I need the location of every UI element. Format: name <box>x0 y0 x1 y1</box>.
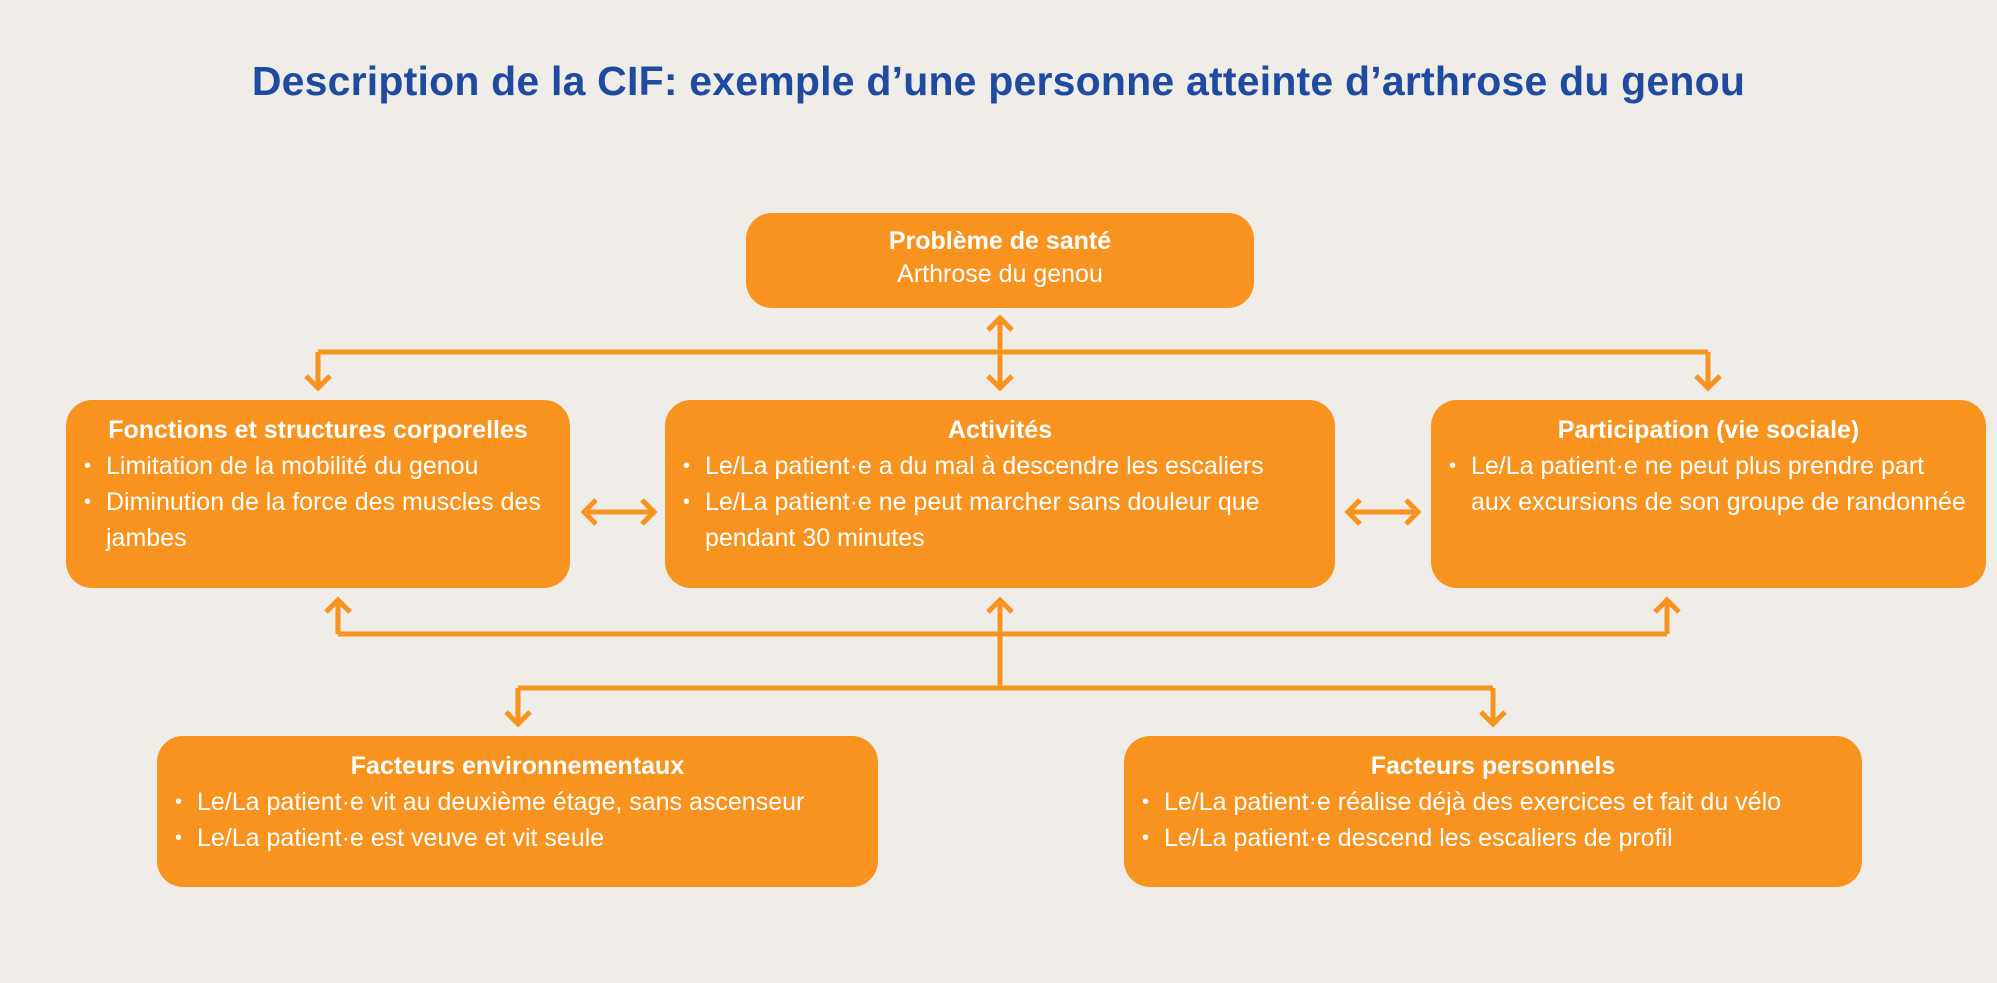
activities-box: Activités • Le/La patient·e a du mal à de… <box>665 400 1335 588</box>
environmental-factors-box: Facteurs environnementaux • Le/La patient… <box>157 736 878 887</box>
environmental-factors-title: Facteurs environnementaux <box>350 752 685 780</box>
list-item-text: Le/La patient·e ne peut marcher sans dou… <box>705 488 1260 552</box>
page-title: Description de la CIF: exemple d’une per… <box>251 58 1746 104</box>
list-item: • Le/La patient·e a du mal à descendre le… <box>681 448 1319 484</box>
list-item: • Le/La patient·e réalise déjà des exerci… <box>1140 784 1846 820</box>
arrowhead-right-2 <box>1404 498 1422 526</box>
list-item-text: Le/La patient·e réalise déjà des exercic… <box>1164 788 1782 816</box>
arrowhead-health-up <box>986 314 1014 332</box>
list-item-text: Le/La patient·e est veuve et vit seule <box>197 824 605 852</box>
list-item: • Le/La patient·e descend les escaliers d… <box>1140 820 1846 856</box>
arrowhead-functions-down <box>304 374 332 392</box>
arrowhead-activities-down <box>986 374 1014 392</box>
list-item-text: Le/La patient·e descend les escaliers de… <box>1164 824 1673 852</box>
arrowhead-participation-down <box>1694 374 1722 392</box>
arrowhead-personal-down <box>1479 710 1507 728</box>
list-item: • Diminution de la force des muscles des … <box>82 484 554 556</box>
list-item: • Le/La patient·e est veuve et vit seule <box>173 820 862 856</box>
list-item: • Le/La patient·e vit au deuxième étage, … <box>173 784 862 820</box>
health-condition-box: Problème de santé Arthrose du genou <box>746 213 1254 308</box>
participation-list: • Le/La patient·e ne peut plus prendre pa… <box>1447 448 1970 520</box>
bullet-icon: • <box>84 491 92 513</box>
arrowhead-left-2 <box>1344 498 1362 526</box>
bullet-icon: • <box>683 455 691 477</box>
bullet-icon: • <box>175 791 183 813</box>
list-item-text: Diminution de la force des muscles des j… <box>106 488 541 552</box>
activities-title: Activités <box>947 416 1053 444</box>
bullet-icon: • <box>1142 791 1150 813</box>
arrowhead-activities-up <box>986 596 1014 614</box>
body-functions-title: Fonctions et structures corporelles <box>108 416 528 444</box>
arrowhead-environment-down <box>504 710 532 728</box>
activities-list: • Le/La patient·e a du mal à descendre le… <box>681 448 1319 556</box>
arrowhead-functions-up <box>324 596 352 614</box>
bullet-icon: • <box>84 455 92 477</box>
list-item-text: Le/La patient·e a du mal à descendre les… <box>705 452 1264 480</box>
participation-box: Participation (vie sociale) • Le/La patie… <box>1431 400 1986 588</box>
participation-title: Participation (vie sociale) <box>1557 416 1860 444</box>
body-functions-list: • Limitation de la mobilité du genou • Dim… <box>82 448 554 556</box>
list-item: • Le/La patient·e ne peut plus prendre pa… <box>1447 448 1970 520</box>
bullet-icon: • <box>1142 827 1150 849</box>
body-functions-box: Fonctions et structures corporelles • Lim… <box>66 400 570 588</box>
list-item: • Le/La patient·e ne peut marcher sans do… <box>681 484 1319 556</box>
arrowhead-left-1 <box>580 498 598 526</box>
personal-factors-box: Facteurs personnels • Le/La patient·e réa… <box>1124 736 1862 887</box>
arrowhead-right-1 <box>640 498 658 526</box>
bullet-icon: • <box>1449 455 1457 477</box>
bullet-icon: • <box>683 491 691 513</box>
health-condition-subtitle: Arthrose du genou <box>897 260 1103 288</box>
personal-factors-title: Facteurs personnels <box>1370 752 1616 780</box>
bullet-icon: • <box>175 827 183 849</box>
health-condition-title: Problème de santé <box>888 227 1112 255</box>
list-item-text: Limitation de la mobilité du genou <box>106 452 479 480</box>
list-item-text: Le/La patient·e ne peut plus prendre par… <box>1471 452 1966 516</box>
list-item: • Limitation de la mobilité du genou <box>82 448 554 484</box>
personal-factors-list: • Le/La patient·e réalise déjà des exerci… <box>1140 784 1846 856</box>
environmental-factors-list: • Le/La patient·e vit au deuxième étage, … <box>173 784 862 856</box>
arrowhead-participation-up <box>1653 596 1681 614</box>
list-item-text: Le/La patient·e vit au deuxième étage, s… <box>197 788 805 816</box>
